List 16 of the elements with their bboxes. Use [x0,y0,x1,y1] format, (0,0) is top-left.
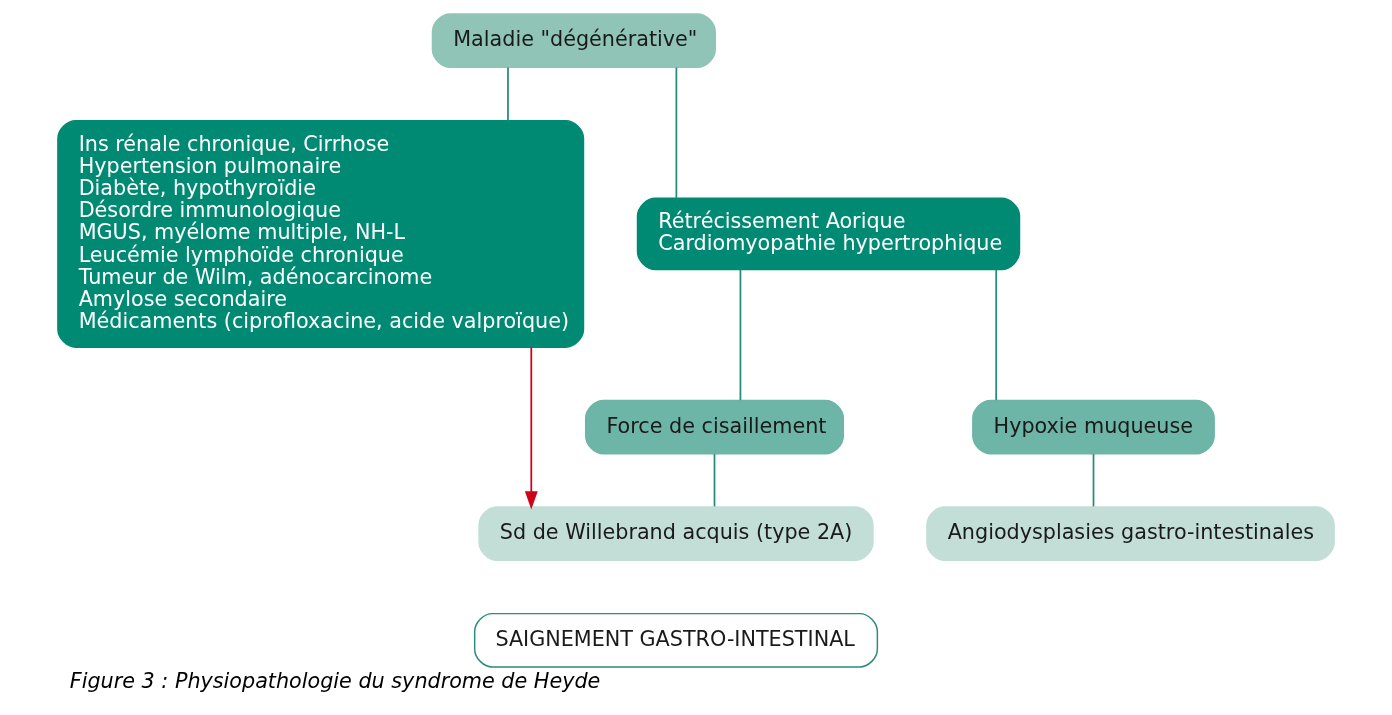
connector [739,268,742,401]
node-box: Rétrécissement Aorique Cardiomyopathie hypertrophique [636,197,1021,271]
connector [1092,453,1095,508]
node-box: SAIGNEMENT GASTRO-INTESTINAL [473,612,879,668]
node-box: Maladie "dégénérative" [431,13,716,69]
connector [507,66,509,122]
node-box: Hypoxie muqueuse [972,399,1215,455]
node-box: Angiodysplasies gastro-intestinales [926,506,1335,562]
connector [675,66,678,199]
connector [995,268,998,401]
caption: Figure 3 : Physiopathologie du syndrome de Heyde [69,668,601,693]
node-box: Force de cisaillement [584,399,845,455]
connector [713,453,716,508]
node-box: Ins rénale chronique, Cirrhose Hypertension pulmonaire Diabète, hypothyroïdie Désordre immunologique MGUS, myélome multiple, NH-L Leucémie lymphoïde chronique Tumeur de Wilm, adénocarcinome Amylose secondaire Médicaments (ciprofloxacine, acide valproïque) [57,119,585,348]
node-box: Sd de Willebrand acquis (type 2A) [478,506,874,562]
arrow [524,346,538,510]
